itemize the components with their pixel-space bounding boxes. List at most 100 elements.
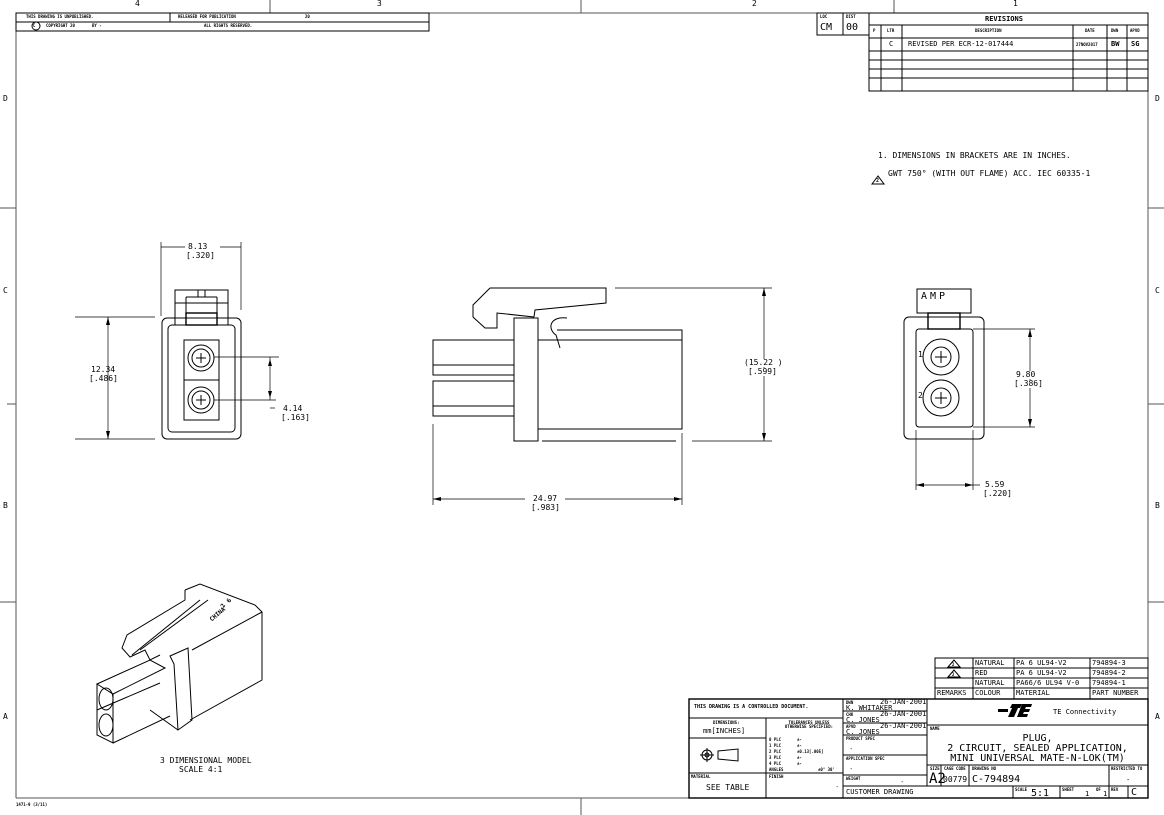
note-flag: 2	[876, 178, 880, 184]
tol-3-value: ±-	[797, 755, 802, 760]
drawing-no-value: C-794894	[972, 774, 1021, 785]
size-value: A2	[929, 771, 946, 787]
side-length-in: [.983]	[531, 503, 560, 512]
dwn-label: DWN	[846, 700, 854, 705]
dist-label: DIST	[846, 14, 856, 19]
chk-label: CHK	[846, 712, 854, 717]
rev-header-apvd: APVD	[1130, 28, 1140, 33]
header-part-number: PART NUMBER	[1092, 689, 1139, 697]
rear-pos-2: 2	[918, 391, 923, 400]
front-width-mm: 8.13	[188, 242, 208, 251]
dimensions-label: DIMENSIONS:	[713, 720, 740, 725]
revisions-title: REVISIONS	[985, 15, 1023, 23]
tol-2-value: ±0.13[.005]	[797, 749, 824, 754]
note-1: 1. DIMENSIONS IN BRACKETS ARE IN INCHES.	[878, 151, 1071, 160]
tol-1-value: ±-	[797, 743, 802, 748]
cage-code-value: 00779	[943, 775, 968, 784]
front-width-in: [.320]	[186, 251, 215, 260]
product-spec-value: -	[850, 746, 853, 751]
colour-cell: NATURAL	[975, 659, 1005, 667]
tol-4-plc: 4 PLC	[769, 761, 782, 766]
name-label: NAME	[930, 726, 940, 731]
weight-label: WEIGHT	[846, 776, 861, 781]
zone-col-2: 2	[752, 0, 757, 8]
iso-view	[95, 583, 263, 744]
header-material: MATERIAL	[1016, 689, 1050, 697]
loc-label: LOC	[820, 14, 828, 19]
zone-row-d: D	[3, 94, 8, 103]
remarks-flag: 2	[952, 662, 955, 667]
scale-label: SCALE	[1015, 787, 1028, 792]
apvd-name: C. JONES	[846, 728, 880, 736]
restricted-value: -	[1126, 776, 1131, 784]
copyright-symbol: C	[33, 23, 36, 28]
note-2: GWT 750° (WITH OUT FLAME) ACC. IEC 60335…	[888, 169, 1091, 178]
name-line-2: 2 CIRCUIT, SEALED APPLICATION,	[947, 743, 1128, 754]
tol-0-plc: 0 PLC	[769, 737, 782, 742]
tol-2-plc: 2 PLC	[769, 749, 782, 754]
iso-scale: SCALE 4:1	[179, 765, 223, 774]
scale-value: 5:1	[1031, 788, 1050, 799]
drawing-no-label: DRAWING NO	[972, 766, 997, 771]
rear-width-in: [.220]	[983, 489, 1012, 498]
apvd-date: 26-JAN-2001	[880, 722, 927, 730]
size-label: SIZE	[930, 766, 940, 771]
finish-value: -	[836, 784, 839, 789]
rights-text: ALL RIGHTS RESERVED.	[204, 23, 253, 28]
apvd-label: APVD	[846, 724, 856, 729]
rev-date: 27NOV2017	[1076, 42, 1098, 47]
material-value: SEE TABLE	[706, 783, 750, 792]
zone-row-b: B	[3, 501, 8, 510]
rear-height-mm: 9.80	[1016, 370, 1036, 379]
colour-cell: NATURAL	[975, 679, 1005, 687]
rev-header-description: DESCRIPTION	[975, 28, 1002, 33]
front-pitch-in: [.163]	[281, 413, 310, 422]
company-name: TE Connectivity	[1053, 708, 1117, 716]
application-spec-value: -	[850, 766, 853, 771]
application-spec-label: APPLICATION SPEC	[846, 756, 885, 761]
rear-view	[903, 288, 1035, 490]
material-cell: PA 6 UL94-V2	[1016, 659, 1067, 667]
customer-drawing: CUSTOMER DRAWING	[846, 788, 914, 796]
colour-cell: RED	[975, 669, 988, 677]
tolerances-label: TOLERANCES UNLESS OTHERWISE SPECIFIED:	[784, 720, 834, 729]
cage-code-label: CAGE CODE	[944, 766, 966, 771]
unpublished-text: THIS DRAWING IS UNPUBLISHED.	[26, 14, 94, 19]
weight-value: -	[901, 779, 904, 784]
tol-0-value: ±-	[797, 737, 802, 742]
tol-3-plc: 3 PLC	[769, 755, 782, 760]
released-text: RELEASED FOR PUBLICATION	[178, 14, 236, 19]
part-number-cell: 794894-2	[1092, 669, 1126, 677]
part-number-cell: 794894-3	[1092, 659, 1126, 667]
side-view	[432, 287, 772, 505]
rev-apvd: SG	[1131, 40, 1140, 48]
name-line-1: PLUG,	[1022, 733, 1053, 744]
rev-header-p: P	[873, 28, 876, 33]
rev-ltr: C	[889, 40, 894, 48]
zone-row-b-right: B	[1155, 501, 1160, 510]
remarks-flag: 2	[952, 672, 955, 677]
zone-row-a-right: A	[1155, 712, 1160, 721]
rev-dwn: BW	[1111, 40, 1120, 48]
dwn-name: K. WHITAKER	[846, 704, 893, 712]
rev-header-ltr: LTR	[887, 28, 895, 33]
rev-label: REV	[1111, 787, 1119, 792]
copyright-text: COPYRIGHT 20	[46, 23, 75, 28]
rev-header-dwn: DWN	[1111, 28, 1119, 33]
header-remarks: REMARKS	[937, 689, 967, 697]
tol-angles-value: ±0° 30'	[818, 767, 835, 772]
loc-value: CM	[820, 22, 833, 33]
finish-label: FINISH	[769, 774, 784, 779]
rear-pos-1: 1	[918, 350, 923, 359]
rev-header-date: DATE	[1085, 28, 1095, 33]
dwn-date: 26-JAN-2001	[880, 698, 927, 706]
released-year: 20	[305, 14, 310, 19]
dist-value: 00	[846, 22, 859, 33]
zone-col-3: 3	[377, 0, 382, 8]
front-height-in: [.486]	[89, 374, 118, 383]
form-number: 1471-9 (3/11)	[16, 802, 48, 807]
front-view	[75, 242, 279, 440]
zone-col-4: 4	[135, 0, 140, 8]
tol-angles: ANGLES	[769, 767, 784, 772]
